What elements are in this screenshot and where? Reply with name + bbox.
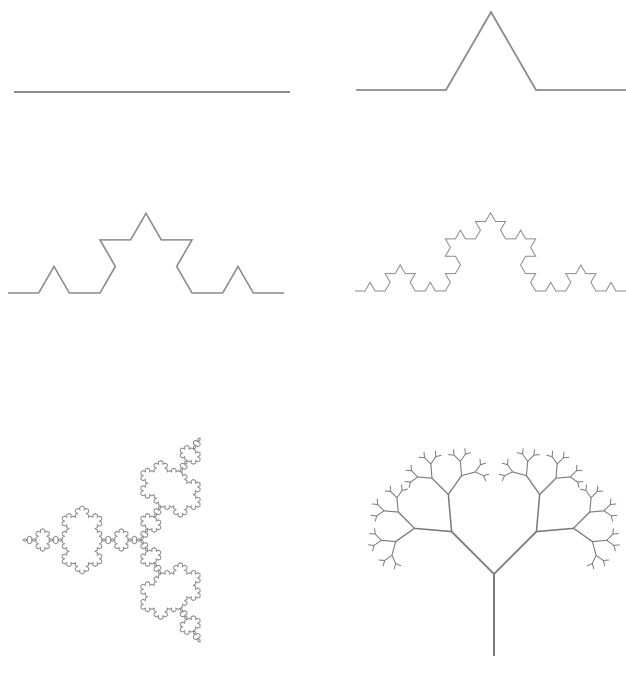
figure-background [0,0,626,674]
fractal-figure [0,0,626,674]
